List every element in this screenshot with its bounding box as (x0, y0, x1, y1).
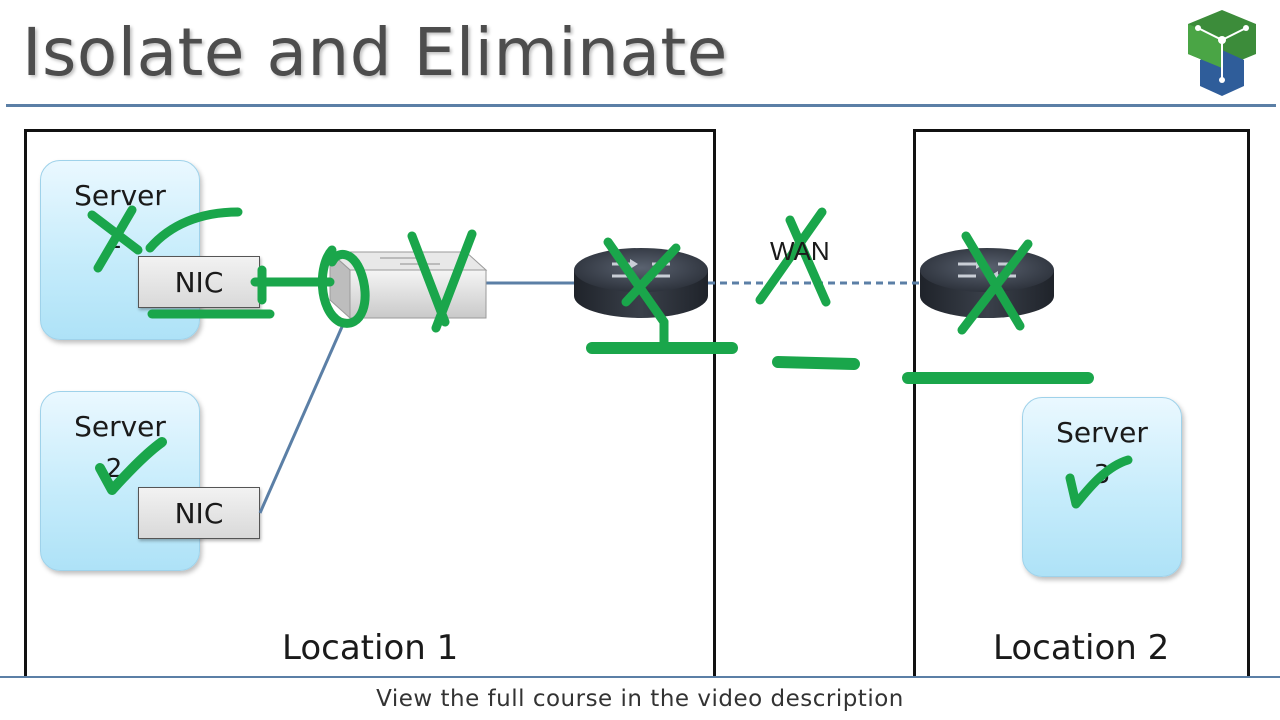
wan-x-mark (755, 207, 831, 307)
slide-title: Isolate and Eliminate (22, 14, 728, 91)
server-2-check-mark (95, 437, 167, 495)
server-3-check-mark (1065, 455, 1133, 509)
location-2-label: Location 2 (993, 628, 1170, 668)
wan-label: WAN (770, 236, 830, 266)
server-1-x-mark (87, 205, 143, 273)
switch-port-mark (317, 245, 370, 328)
nic-1-bracket (250, 265, 335, 305)
company-logo (1188, 10, 1256, 96)
location-2-box (913, 129, 1250, 689)
switch-x-mark (407, 229, 477, 333)
title-divider (6, 104, 1276, 107)
server-3: Server 3 (1022, 397, 1182, 577)
server-2-nic: NIC (138, 487, 260, 539)
nic2-to-switch-link (258, 319, 347, 514)
server-3-label: Server (1056, 416, 1148, 449)
router-2-x-mark (957, 231, 1033, 335)
router-2-icon (920, 248, 1054, 318)
router-1-x-mark (603, 237, 681, 327)
server-2-label: Server (74, 410, 166, 443)
annotation-marks (87, 205, 1133, 509)
location-1-box (24, 129, 716, 689)
server-1-label: Server (74, 179, 166, 212)
server-1-check-mark (145, 207, 243, 253)
wan-underline (772, 356, 860, 370)
footer-banner: View the full course in the video descri… (0, 676, 1280, 720)
location-1-label: Location 1 (282, 628, 459, 668)
footer-text: View the full course in the video descri… (376, 686, 904, 712)
